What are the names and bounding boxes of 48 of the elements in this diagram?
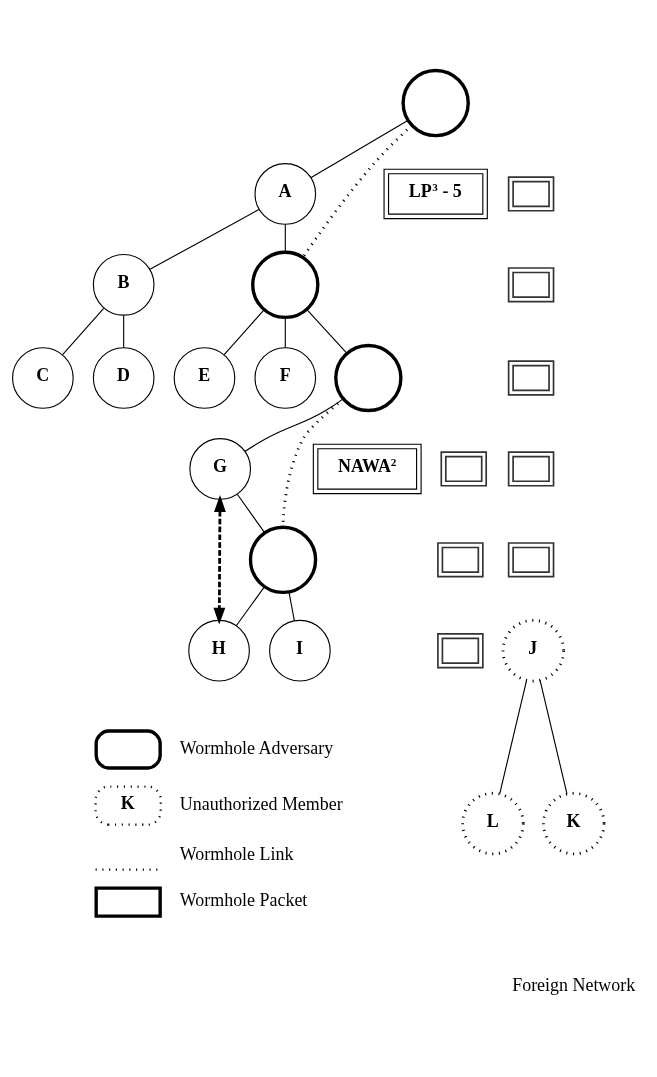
- legend-label: Wormhole Adversary: [179, 737, 334, 758]
- connector: [236, 493, 266, 534]
- node-circle: [248, 525, 318, 595]
- node-circle: [401, 68, 470, 138]
- legend-label: Wormhole Link: [179, 844, 294, 865]
- node-circle: F: [254, 347, 317, 409]
- node-box: [507, 542, 555, 578]
- label: Foreign Network: [512, 974, 636, 995]
- node-box: [507, 451, 555, 487]
- connector: [284, 224, 286, 253]
- label: K: [120, 792, 135, 813]
- legend-label: Wormhole Packet: [179, 890, 308, 911]
- node-circle: E: [173, 347, 236, 409]
- connector: [301, 124, 413, 258]
- node-box: LP$^{3}$ - 5: [383, 168, 488, 220]
- node-circle: H: [188, 619, 250, 682]
- node-circle: B: [92, 254, 155, 316]
- node-circle: G: [189, 438, 252, 500]
- connector: [149, 208, 260, 270]
- node-circle: J: [501, 619, 566, 683]
- connector: [235, 586, 265, 627]
- node-circle: A: [254, 163, 317, 225]
- connector: [223, 309, 265, 356]
- node-circle: D: [92, 347, 155, 409]
- connector: [499, 679, 528, 795]
- node-circle: K: [542, 791, 606, 856]
- node-box: [440, 451, 488, 487]
- node-box: [507, 267, 555, 303]
- connector: [306, 308, 348, 354]
- connector: [310, 120, 409, 179]
- node-circle: L: [461, 791, 525, 856]
- node-box: [437, 633, 484, 669]
- node-circle: [334, 343, 403, 413]
- node-circle: C: [12, 347, 74, 409]
- connector: [62, 307, 105, 356]
- node-box: [507, 176, 555, 212]
- node-circle: [251, 250, 320, 320]
- connector: [244, 398, 344, 452]
- connector: [123, 314, 125, 349]
- connector: [288, 591, 295, 622]
- legend-label: Unauthorized Member: [179, 793, 343, 814]
- arrow: [213, 495, 226, 625]
- node-box: [507, 360, 555, 396]
- node-circle: I: [269, 619, 331, 682]
- node-box: NAWA$^{2}$: [312, 443, 422, 495]
- connector: [539, 679, 568, 795]
- node-box: [437, 542, 484, 578]
- connector: [284, 317, 286, 349]
